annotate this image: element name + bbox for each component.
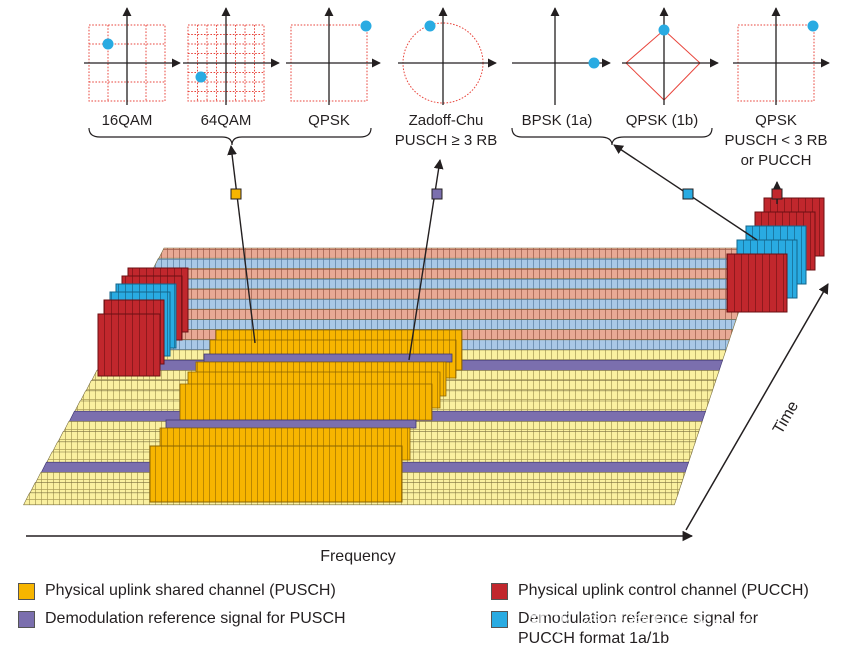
- time-axis: [685, 283, 829, 531]
- constellation-zadoff-chu: [398, 7, 497, 105]
- legend-label-pusch: Physical uplink shared channel (PUSCH): [45, 582, 336, 599]
- brace-pucch-modulations: [511, 127, 713, 146]
- constellation-qpsk: [286, 7, 381, 105]
- marker-dmrs-pusch: [431, 188, 443, 200]
- constellation-bpsk: [512, 7, 611, 105]
- label-qpsk-pucch-line3: or PUCCH: [741, 152, 812, 169]
- label-qpsk: QPSK: [308, 112, 350, 129]
- point-64qam: [195, 71, 207, 83]
- brace-pusch-modulations: [88, 127, 372, 146]
- point-zadoff-chu: [424, 20, 436, 32]
- pucch-block-front-right: [726, 253, 788, 313]
- point-qpsk-pucch: [807, 20, 819, 32]
- marker-pusch: [230, 188, 242, 200]
- constellation-qpsk-1b: [622, 7, 719, 105]
- pusch-volume: [149, 329, 463, 503]
- legend-item-dmrs-pucch: Demodulation reference signal for PUCCH …: [491, 609, 758, 649]
- label-zadoff-chu-line2: PUSCH ≥ 3 RB: [395, 132, 497, 149]
- label-64qam: 64QAM: [201, 112, 252, 129]
- dmrs-pusch-layer-2: [165, 419, 417, 429]
- label-qpsk-pucch-line2: PUSCH < 3 RB: [725, 132, 828, 149]
- point-bpsk: [588, 57, 600, 69]
- constellation-qpsk-pucch: [733, 7, 830, 105]
- uplink-resource-diagram: 16QAM 64QAM QPSK Zadoff-Chu PUSCH ≥ 3 RB…: [23, 7, 830, 565]
- label-zadoff-chu-line1: Zadoff-Chu: [409, 112, 484, 129]
- legend-label-pucch: Physical uplink control channel (PUCCH): [518, 582, 809, 599]
- constellation-64qam: [183, 7, 280, 105]
- marker-dmrs-pucch: [682, 188, 694, 200]
- watermark: 知乎 @是德科技Keysigh...: [528, 611, 804, 636]
- point-qpsk: [360, 20, 372, 32]
- legend-item-pusch: Physical uplink shared channel (PUSCH): [18, 581, 336, 601]
- point-16qam: [102, 38, 114, 50]
- legend-label-dmrs-pucch: Demodulation reference signal for PUCCH …: [518, 609, 758, 649]
- diamond-qpsk-1b: [625, 29, 701, 101]
- legend-item-dmrs-pusch: Demodulation reference signal for PUSCH: [18, 609, 346, 629]
- label-qpsk-pucch-line1: QPSK: [755, 112, 797, 129]
- label-16qam: 16QAM: [102, 112, 153, 129]
- label-bpsk: BPSK (1a): [522, 112, 593, 129]
- legend-swatch-dmrs-pusch: [18, 611, 35, 628]
- pucch-block-front-left: [97, 313, 161, 377]
- frequency-axis-label: Frequency: [320, 548, 396, 565]
- legend-item-pucch: Physical uplink control channel (PUCCH): [491, 581, 809, 601]
- pusch-front-face: [149, 445, 403, 503]
- time-axis-label: Time: [770, 398, 802, 437]
- legend: Physical uplink shared channel (PUSCH) D…: [0, 576, 843, 658]
- legend-swatch-pucch: [491, 583, 508, 600]
- pucch-blocks-right: [726, 197, 825, 313]
- point-qpsk-1b: [658, 24, 670, 36]
- legend-label-dmrs-pucch-line1: Demodulation reference signal for: [518, 610, 759, 627]
- pucch-blocks-left: [97, 267, 189, 377]
- legend-label-dmrs-pucch-line2: PUCCH format 1a/1b: [518, 630, 670, 647]
- marker-pucch: [771, 188, 783, 200]
- dmrs-pusch-layer-1: [203, 353, 453, 363]
- legend-swatch-pusch: [18, 583, 35, 600]
- legend-swatch-dmrs-pucch: [491, 611, 508, 628]
- label-qpsk-1b: QPSK (1b): [626, 112, 699, 129]
- legend-label-dmrs-pusch: Demodulation reference signal for PUSCH: [45, 610, 346, 627]
- constellation-16qam: [84, 7, 181, 105]
